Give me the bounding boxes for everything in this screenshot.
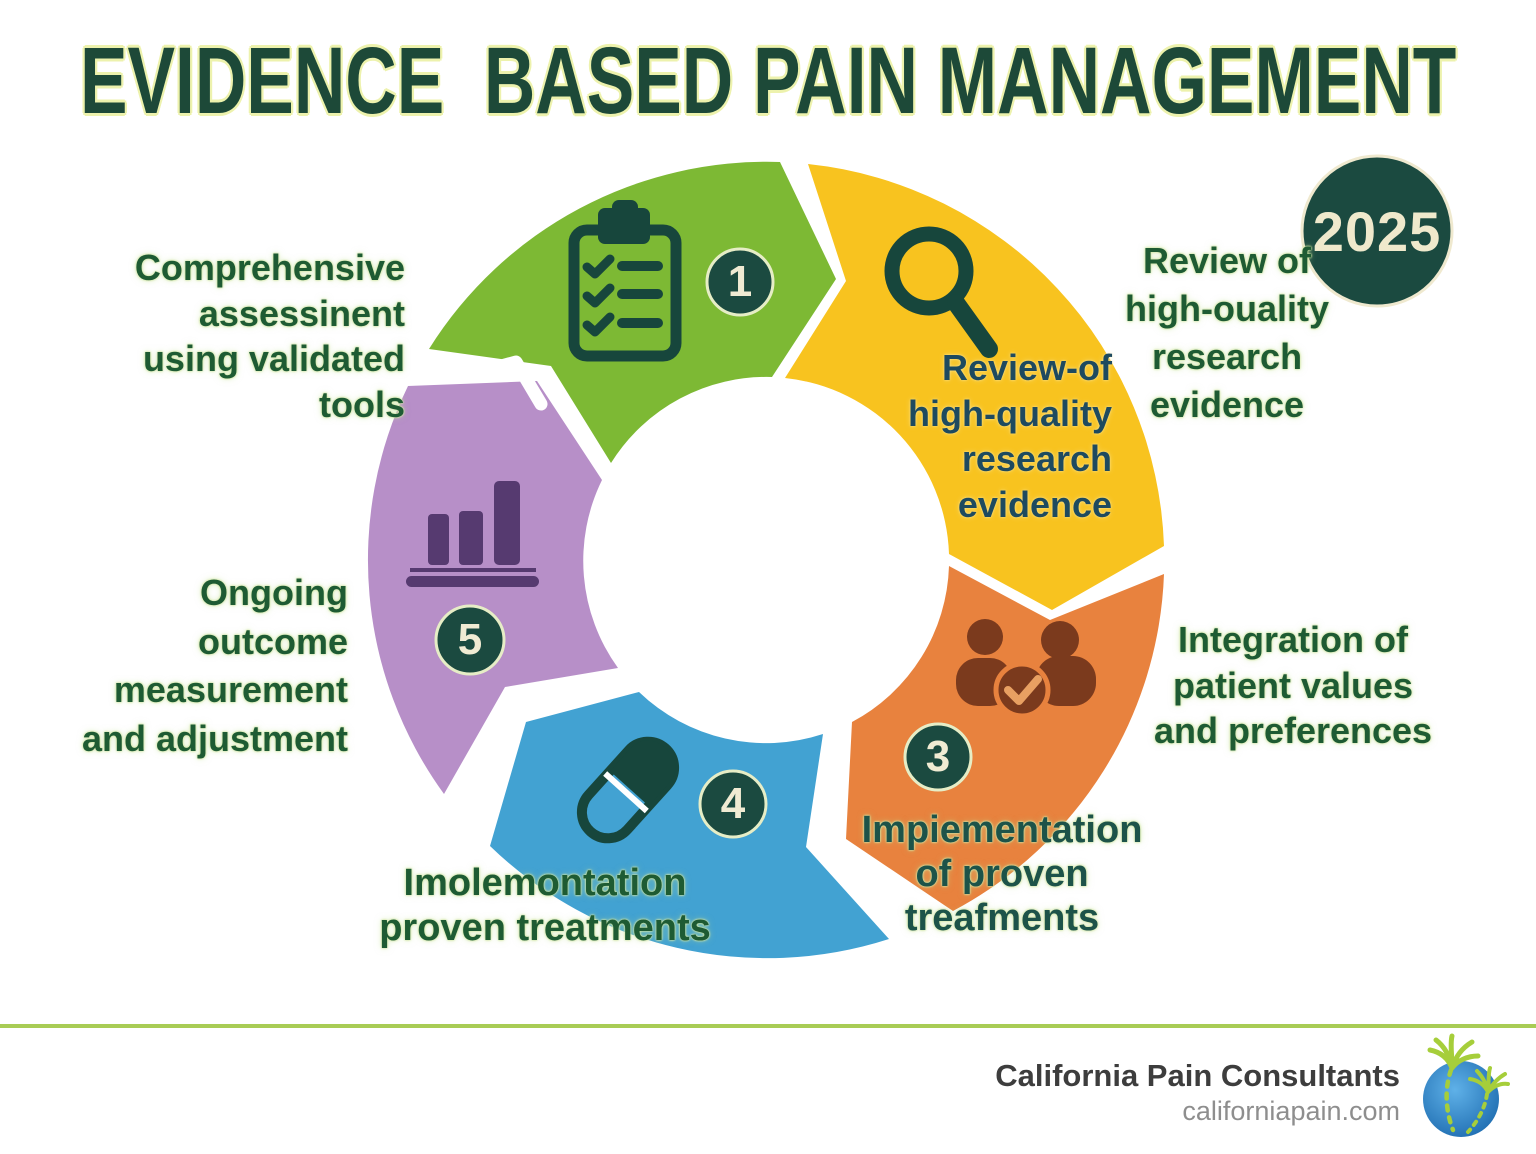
palm-trunk-small — [1466, 1092, 1489, 1134]
step-number-4: 4 — [720, 779, 746, 828]
label-line: using validated — [142, 338, 405, 379]
label-line: Review-of — [941, 347, 1112, 388]
label-line: of proven — [915, 853, 1089, 895]
label-comprehensive-assessment: Comprehensive assessinent using validate… — [0, 245, 405, 427]
footer-company-name: California Pain Consultants — [995, 1058, 1400, 1093]
globe-palm-trees-logo — [1423, 1033, 1510, 1137]
label-line: measurement — [113, 669, 348, 710]
label-integration-patient-values: Integration of patient values and prefer… — [1108, 617, 1478, 754]
bar-chart-icon — [406, 481, 539, 587]
segment-step4-blue — [490, 692, 889, 959]
label-line: tools — [319, 383, 405, 425]
badge-circle-1 — [705, 247, 775, 317]
pill-icon — [576, 736, 680, 844]
year-badge-circle — [1300, 154, 1454, 308]
step-number-5: 5 — [457, 615, 483, 664]
white-chevron-mark — [476, 355, 548, 411]
palm-trunk-large — [1444, 1067, 1456, 1133]
label-line: and adjustment — [81, 717, 348, 759]
step-number-3: 3 — [925, 732, 951, 781]
label-line: Imolemontation — [403, 862, 687, 904]
label-line: research — [1151, 336, 1303, 377]
page-title: EVIDENCE BASED PAIN MANAGEMENT — [80, 28, 1457, 134]
label-line: outcome — [197, 620, 348, 662]
clipboard-checklist-icon — [568, 200, 682, 362]
label-line: proven treatments — [379, 907, 711, 949]
label-line: treafments — [904, 897, 1100, 939]
step-number-1: 1 — [727, 257, 753, 306]
label-line: assessinent — [198, 292, 405, 334]
magnifier-icon — [884, 226, 998, 358]
label-line: high-quality — [908, 392, 1112, 434]
label-review-evidence: Review of high-ouality research evidence — [1032, 237, 1422, 429]
label-line: and preferences — [1153, 710, 1433, 751]
segment-step2-yellow — [785, 164, 1164, 610]
label-line: patient values — [1172, 664, 1414, 706]
label-implementation-treatments: Imolemontation proven treatments — [295, 861, 795, 951]
label-line: Comprehensive — [134, 247, 405, 288]
label-yellow-segment-inner: Review-of high-quality research evidence — [812, 345, 1112, 527]
segment-step1-green — [429, 161, 836, 463]
badge-circle-3 — [903, 722, 973, 792]
label-line: Impiementation — [861, 809, 1143, 851]
palm-frond-large — [1427, 1033, 1481, 1071]
label-line: research — [961, 438, 1112, 479]
badge-circle-5 — [434, 604, 506, 676]
people-check-icon — [956, 619, 1096, 719]
footer-divider — [0, 1024, 1536, 1028]
label-line: Review of — [1142, 240, 1312, 281]
label-line: high-ouality — [1125, 288, 1329, 329]
label-line: Ongoing — [200, 572, 348, 613]
badge-circle-4 — [698, 769, 768, 839]
segment-step3-orange — [846, 566, 1164, 911]
year-badge: 2025 — [1312, 199, 1442, 263]
label-line: evidence — [957, 483, 1112, 525]
label-ongoing-outcome: Ongoing outcome measurement and adjustme… — [0, 569, 348, 763]
label-line: Integration of — [1178, 619, 1408, 660]
footer-website: californiapain.com — [1182, 1096, 1400, 1126]
segment-step5-purple — [367, 381, 618, 794]
palm-frond-small — [1468, 1066, 1510, 1094]
label-implementation-proven: Impiementation of proven treafments — [797, 808, 1207, 940]
label-line: evidence — [1149, 384, 1305, 425]
